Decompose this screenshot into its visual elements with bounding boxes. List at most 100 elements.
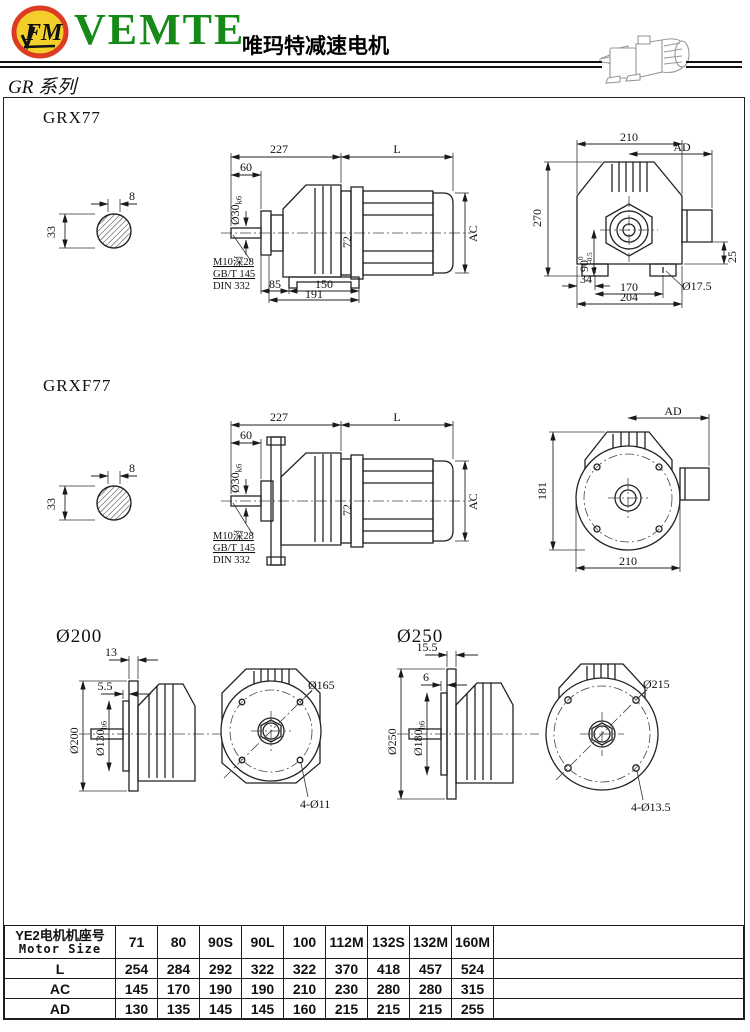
value-cell: 255	[451, 998, 494, 1019]
header-rule-right	[686, 61, 742, 68]
bolt-circle-label: Ø215	[643, 677, 670, 691]
flange250-title: Ø250	[397, 626, 444, 647]
flange200-side-view-drawing: 13 5.5 Ø200 Ø130h6	[67, 645, 221, 792]
size-cell: 160M	[451, 925, 494, 959]
dim-270-label: 270	[530, 209, 544, 227]
motor-size-header-en: Motor Size	[18, 941, 102, 956]
std2-note: DIN 332	[213, 555, 250, 566]
size-cell: 80	[157, 925, 200, 959]
dim-204-label: 204	[620, 290, 638, 304]
brand-logo: FM	[11, 5, 69, 59]
dim-L-label: L	[393, 142, 400, 156]
key-width-label: 8	[129, 189, 135, 203]
value-cell: 190	[199, 978, 242, 999]
spigot-thickness-label: 6	[423, 670, 429, 684]
value-cell: 210	[283, 978, 326, 999]
value-cell: 130	[115, 998, 158, 1019]
value-cell: 280	[409, 978, 452, 999]
value-cell: 370	[325, 958, 368, 979]
shaft-dia-label: Ø30k6	[228, 196, 244, 225]
holes-label: 4-Ø11	[300, 797, 330, 811]
dim-181-label: 181	[535, 482, 549, 500]
value-cell: 160	[283, 998, 326, 1019]
flange200-front-view-drawing: Ø165 4-Ø11	[220, 668, 335, 811]
size-cell: 132S	[367, 925, 410, 959]
dim-191-label: 191	[305, 287, 323, 301]
dim-150-label: 150	[315, 277, 333, 291]
thickness-label: 15.5	[417, 640, 438, 654]
std2-note: DIN 332	[213, 281, 250, 292]
dim-AD-label: AD	[673, 140, 691, 154]
dim-AC-label: AC	[466, 225, 480, 242]
gearmotor-illustration	[599, 35, 690, 84]
value-cell: 135	[157, 998, 200, 1019]
value-cell: 322	[283, 958, 326, 979]
flange-od-label: Ø250	[385, 728, 399, 755]
drawing-frame: GRX77 8 33	[3, 97, 745, 1020]
dim-227-label: 227	[270, 410, 288, 424]
dimension-table: YE2电机机座号 Motor Size 71 80 90S 90L 100 11…	[4, 925, 744, 1019]
value-cell: 315	[451, 978, 494, 999]
thickness-label: 13	[105, 645, 117, 659]
row-label: AD	[4, 998, 116, 1019]
spigot-dia-label: Ø180h6	[411, 721, 427, 756]
dim-90-label: 900-0.5	[577, 252, 594, 272]
hole-dia-label: Ø17.5	[682, 279, 712, 293]
series-label: GR 系列	[8, 77, 77, 98]
flange250-front-view-drawing: Ø215 4-Ø13.5	[545, 663, 671, 814]
value-cell: 524	[451, 958, 494, 979]
grxf77-shaft-section-drawing: 8 33	[44, 461, 137, 521]
dim-25-label: 25	[725, 251, 739, 263]
value-cell: 280	[367, 978, 410, 999]
value-cell: 418	[367, 958, 410, 979]
brand-name: VEMTE	[74, 5, 246, 54]
dim-72-label: 72	[340, 236, 354, 248]
dim-60-label: 60	[240, 428, 252, 442]
flange200-title: Ø200	[56, 626, 103, 647]
bolt-circle-label: Ø165	[308, 678, 335, 692]
size-cell: 90S	[199, 925, 242, 959]
dim-34-label: 34	[580, 272, 592, 286]
dim-170-label: 170	[620, 280, 638, 294]
dim-227-label: 227	[270, 142, 288, 156]
grxf77-title: GRXF77	[43, 376, 112, 395]
size-cell: 71	[115, 925, 158, 959]
spigot-thickness-label: 5.5	[98, 679, 113, 693]
size-cell: 90L	[241, 925, 284, 959]
tap-note: M10深28	[213, 256, 254, 268]
std1-note: GB/T 145	[213, 269, 255, 280]
value-cell: 457	[409, 958, 452, 979]
value-cell: 215	[409, 998, 452, 1019]
value-cell: 215	[325, 998, 368, 1019]
grx77-title: GRX77	[43, 108, 101, 127]
grx77-shaft-section-drawing: 8 33	[44, 189, 137, 249]
value-cell: 284	[157, 958, 200, 979]
dim-72-label: 72	[340, 504, 354, 516]
shaft-height-label: 33	[44, 498, 58, 510]
size-cell: 100	[283, 925, 326, 959]
shaft-dia-label: Ø30k6	[228, 464, 244, 493]
motor-size-header: YE2电机机座号 Motor Size	[4, 925, 116, 959]
grx77-end-view-drawing: 210 AD 270 900-0.5 34 170 204 25	[530, 130, 739, 308]
dim-AD-label: AD	[664, 404, 682, 418]
flange250-side-view-drawing: 15.5 6 Ø250 Ø180h6	[385, 640, 539, 800]
motor-size-header-cn: YE2电机机座号	[15, 927, 105, 943]
value-cell: 190	[241, 978, 284, 999]
value-cell: 145	[115, 978, 158, 999]
grx77-side-view-drawing: 227 L 60 Ø30k6 72 AC 85 150 191	[213, 142, 480, 303]
std1-note: GB/T 145	[213, 543, 255, 554]
value-cell: 215	[367, 998, 410, 1019]
grxf77-side-view-drawing: 227 L 60 Ø30k6 72 AC M10深28 GB/T 145 DIN…	[213, 410, 480, 566]
brand-subtitle: 唯玛特减速电机	[242, 35, 389, 58]
filler-cell	[493, 998, 744, 1019]
dim-60-label: 60	[240, 160, 252, 174]
size-cell: 112M	[325, 925, 368, 959]
size-cell: 132M	[409, 925, 452, 959]
value-cell: 145	[241, 998, 284, 1019]
filler-cell	[493, 958, 744, 979]
value-cell: 254	[115, 958, 158, 979]
dim-L-label: L	[393, 410, 400, 424]
value-cell: 322	[241, 958, 284, 979]
filler-cell	[493, 925, 744, 959]
